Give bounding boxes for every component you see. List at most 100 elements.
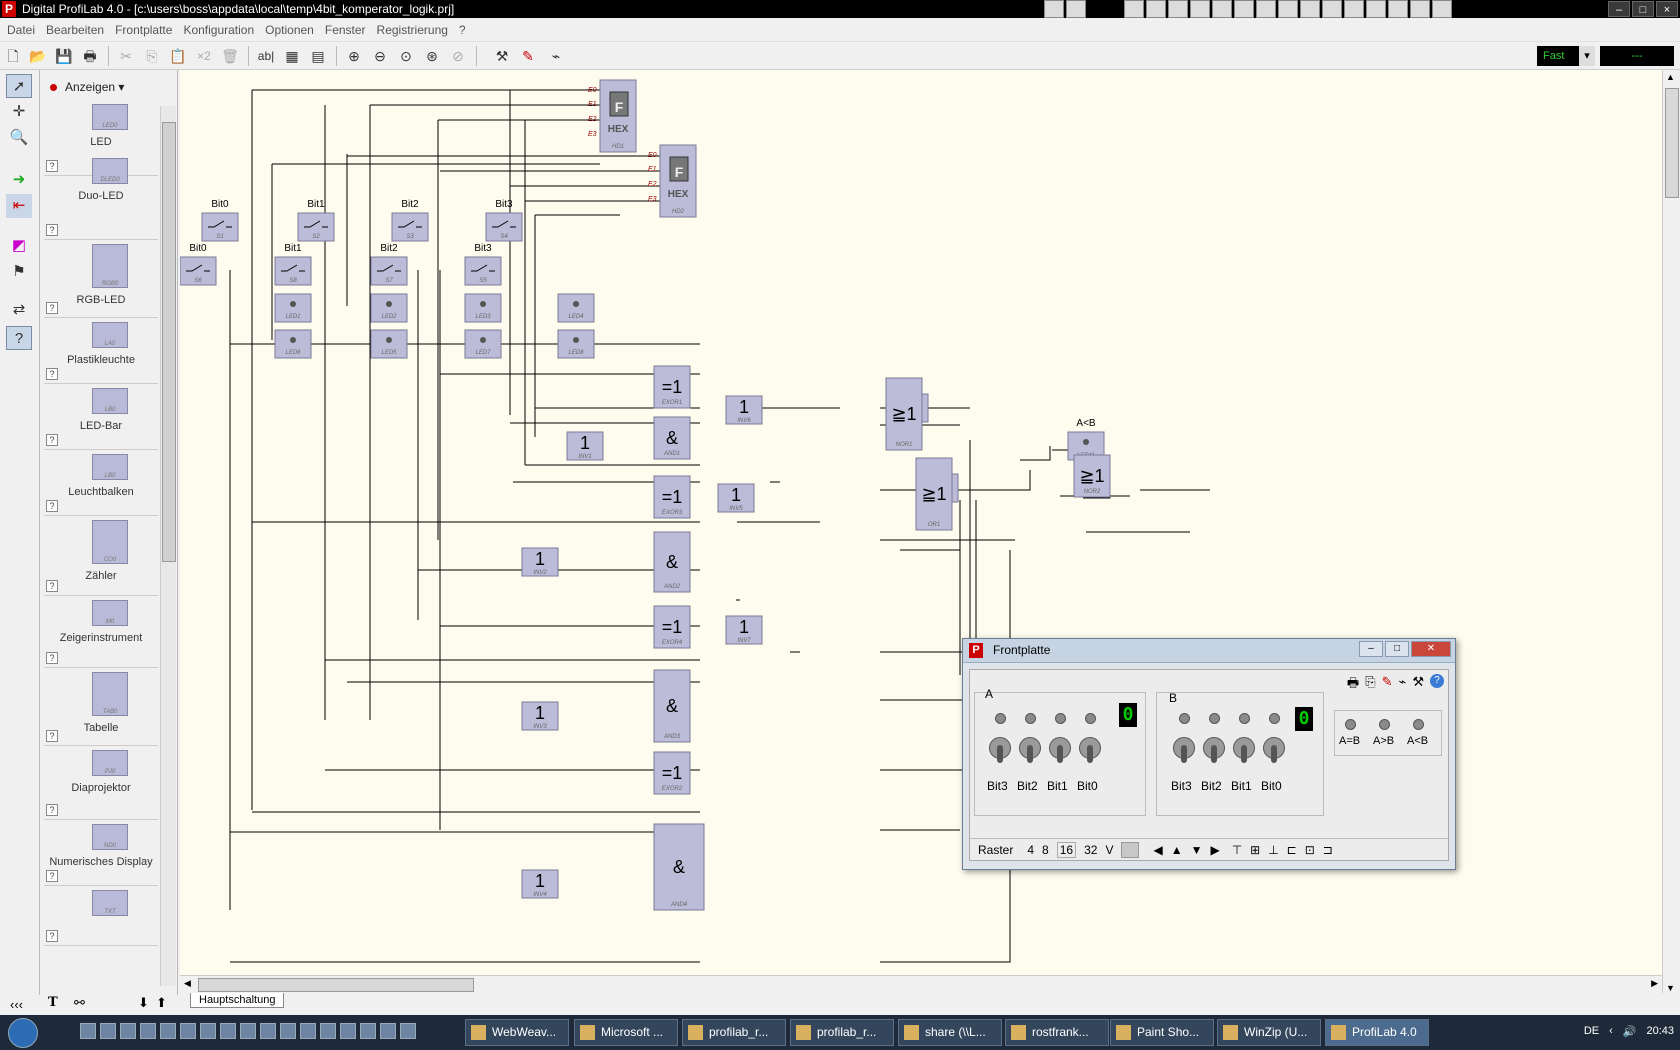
menu-bearbeiten[interactable]: Bearbeiten — [46, 22, 105, 37]
vertical-scroll-thumb[interactable] — [1665, 88, 1679, 198]
minimize-button[interactable]: – — [1608, 1, 1630, 17]
led-row2[interactable]: LED5 — [370, 329, 408, 359]
menu-datei[interactable]: Datei — [7, 22, 36, 37]
copy-icon[interactable]: ⎘ — [1365, 674, 1376, 689]
led-row1[interactable]: LED3 — [464, 293, 502, 323]
quick-launch-icon[interactable] — [100, 1023, 116, 1039]
quick-launch-icon[interactable] — [1124, 0, 1144, 18]
binoculars-icon[interactable]: ⚯ — [74, 995, 85, 1010]
quick-launch-icon[interactable] — [1410, 0, 1430, 18]
help-icon[interactable]: ? — [1430, 674, 1444, 688]
quick-launch-icon[interactable] — [280, 1023, 296, 1039]
quick-launch-icon[interactable] — [180, 1023, 196, 1039]
volume-icon[interactable]: 🔊 — [1622, 1026, 1637, 1038]
align-middle-icon[interactable]: ⊞ — [1250, 842, 1261, 857]
delete-icon[interactable]: 🗑 — [221, 48, 239, 64]
select-pointer-icon[interactable]: ➚ — [6, 74, 32, 98]
taskbar-button[interactable]: Microsoft ... — [574, 1019, 678, 1046]
close-button[interactable]: ✕ — [1411, 641, 1451, 657]
quick-launch-icon[interactable] — [1300, 0, 1320, 18]
tray-arrow-icon[interactable]: ‹ — [1609, 1025, 1613, 1037]
simulate-icon[interactable]: ⌁ — [1398, 674, 1407, 689]
align-left-icon[interactable]: ⊏ — [1286, 842, 1297, 857]
zoom-fit-icon[interactable]: ⊙ — [400, 48, 412, 64]
connect-icon[interactable]: ⇄ — [12, 301, 26, 318]
maximize-button[interactable]: □ — [1385, 641, 1409, 657]
nor1-gate[interactable]: ≧1 NOR1 — [885, 377, 923, 451]
cut-icon[interactable]: ✂ — [120, 48, 132, 64]
scroll-right-icon[interactable]: ▶ — [1651, 978, 1658, 988]
taskbar-button[interactable]: ProfiLab 4.0 — [1325, 1019, 1429, 1046]
palette-category-select[interactable]: Anzeigen ▾ — [50, 80, 124, 94]
color-tool-icon[interactable]: ◩ — [11, 237, 27, 254]
arrow-up-icon[interactable]: ▲ — [1170, 842, 1183, 857]
quick-launch-icon[interactable] — [380, 1023, 396, 1039]
schematic-svg[interactable]: .w{stroke:#000;stroke-width:1;fill:none}… — [180, 70, 1662, 975]
new-file-icon[interactable]: 🗋 — [7, 48, 19, 64]
quick-launch-icon[interactable] — [1146, 0, 1166, 18]
paste-icon[interactable]: 📋 — [169, 48, 187, 64]
flag-icon[interactable]: ⚑ — [12, 263, 26, 280]
wire-tool-icon[interactable]: ✛ — [12, 103, 26, 120]
quick-launch-icon[interactable] — [140, 1023, 156, 1039]
taskbar-button[interactable]: WebWeav... — [465, 1019, 569, 1046]
duplicate-icon[interactable]: ×2 — [197, 49, 211, 63]
help-pointer-icon[interactable]: ? — [6, 326, 32, 350]
quick-launch-icon[interactable] — [160, 1023, 176, 1039]
toggle-switch[interactable] — [1017, 733, 1043, 763]
led-row2[interactable]: LED8 — [557, 329, 595, 359]
quick-launch-icon[interactable] — [120, 1023, 136, 1039]
palette-scrollbar[interactable] — [160, 106, 176, 986]
start-button[interactable] — [8, 1018, 38, 1048]
quick-launch-icon[interactable] — [1212, 0, 1232, 18]
quick-launch-icon[interactable] — [80, 1023, 96, 1039]
probe-icon[interactable]: ✎ — [1381, 674, 1393, 689]
frontplatte-window[interactable]: P Frontplatte – □ ✕ 🖶 ⎘ ✎ ⌁ ⚒ ? A 0 Bit3… — [962, 638, 1456, 870]
magnifier-icon[interactable]: 🔍 — [9, 129, 29, 146]
align-bottom-icon[interactable]: ⊥ — [1268, 842, 1279, 857]
quick-launch-icon[interactable] — [1344, 0, 1364, 18]
help-icon[interactable]: ? — [46, 804, 58, 816]
led-row1[interactable]: LED4 — [557, 293, 595, 323]
probe-icon[interactable]: ✎ — [522, 48, 534, 64]
quick-launch-icon[interactable] — [200, 1023, 216, 1039]
toggle-switch[interactable] — [1201, 733, 1227, 763]
taskbar-button[interactable]: profilab_r... — [790, 1019, 894, 1046]
taskbar-button[interactable]: profilab_r... — [682, 1019, 786, 1046]
help-icon[interactable]: ? — [46, 434, 58, 446]
logic-gate[interactable]: &AND1 — [653, 416, 691, 460]
menu-help[interactable]: ? — [458, 22, 466, 37]
zoom-select-icon[interactable]: ⊛ — [426, 48, 438, 64]
help-icon[interactable]: ? — [46, 580, 58, 592]
taskbar-button[interactable]: share (\\L... — [898, 1019, 1002, 1046]
open-folder-icon[interactable]: 📂 — [29, 48, 47, 64]
help-icon[interactable]: ? — [46, 302, 58, 314]
quick-launch-icon[interactable] — [1066, 0, 1086, 18]
scroll-left-icon[interactable]: ◀ — [184, 978, 191, 988]
raster-v[interactable]: V — [1105, 842, 1114, 857]
compile-icon[interactable]: ⚒ — [1412, 674, 1424, 689]
help-icon[interactable]: ? — [46, 652, 58, 664]
logic-gate[interactable]: &AND3 — [653, 669, 691, 743]
toggle-switch[interactable] — [987, 733, 1013, 763]
quick-launch-icon[interactable] — [1044, 0, 1064, 18]
quick-launch-bar[interactable] — [1044, 0, 1086, 18]
led-row1[interactable]: LED2 — [370, 293, 408, 323]
palette-item[interactable]: TXT? — [44, 886, 158, 946]
raster-16[interactable]: 16 — [1056, 841, 1077, 858]
